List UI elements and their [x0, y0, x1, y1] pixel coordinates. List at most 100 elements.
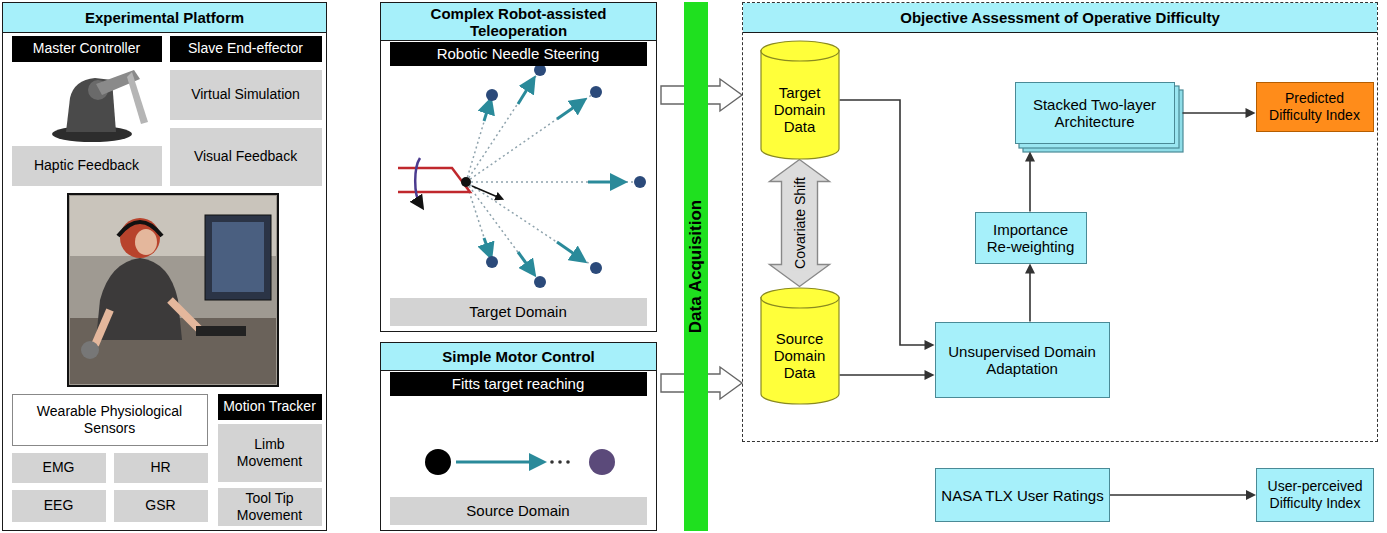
needle-steering-figure-part: [472, 186, 500, 198]
needle-steering-figure-part-part: [466, 182, 596, 268]
node-text: Virtual Simulation: [191, 86, 300, 103]
node-text: EEG: [44, 497, 74, 514]
needle-steering-figure-part-part: [486, 256, 498, 268]
lab-photo-part: [118, 222, 162, 236]
fitts-figure-part: [425, 449, 451, 475]
node-text: Tool Tip Movement: [222, 490, 318, 524]
panel-header: Complex Robot-assisted Teleoperation: [381, 3, 656, 41]
node-text: Stacked Two-layer Architecture: [1020, 96, 1170, 130]
connector: [840, 100, 935, 350]
connector-line: [1183, 112, 1247, 114]
node-text: Robotic Needle Steering: [437, 45, 600, 62]
needle-steering-figure-part-part: [518, 83, 531, 104]
label-box: GSR: [114, 490, 208, 522]
needle-steering-figure-part-part: [590, 86, 602, 98]
needle-steering-figure-part-part: [484, 238, 489, 252]
label-box: EEG: [12, 490, 106, 522]
block-arrow: [770, 160, 830, 287]
node-text: NASA TLX User Ratings: [941, 487, 1103, 504]
cylinder-body: [761, 297, 839, 404]
connector: [1025, 152, 1035, 212]
title-band: Robotic Needle Steering: [390, 42, 647, 66]
needle-steering-figure-part-part: [486, 89, 498, 101]
needle-steering-figure-part-part: [590, 262, 602, 274]
lab-photo-part: [96, 258, 182, 340]
node-text: EMG: [43, 459, 75, 476]
node-text: Target Domain Data: [764, 84, 836, 135]
node-text: Unsupervised Domain Adaptation: [940, 343, 1105, 377]
label-box: HR: [114, 453, 208, 483]
group-box: Wearable Physiological Sensors: [12, 394, 208, 446]
node-text: Complex Robot-assisted Teleoperation: [387, 5, 650, 39]
process-box: Importance Re-weighting: [975, 212, 1087, 264]
lab-photo-part: [135, 229, 157, 255]
node-text: GSR: [145, 497, 175, 514]
needle-steering-figure-part-part: [466, 95, 492, 182]
fitts-figure-part: [456, 461, 538, 464]
fitts-figure-part: [558, 460, 562, 464]
node-text: Haptic Feedback: [34, 157, 139, 174]
connector-line: [840, 100, 926, 345]
cylinder-top: [761, 41, 839, 61]
database-cylinder: Target Domain Data: [760, 40, 840, 160]
fitts-figure-part: [589, 449, 615, 475]
connector: [840, 370, 935, 380]
title-band: Fitts target reaching: [390, 372, 647, 396]
arrow-head: [925, 340, 935, 350]
cylinder-top: [761, 288, 839, 308]
connector-line: [1029, 273, 1031, 322]
panel: Complex Robot-assisted TeleoperationRobo…: [380, 2, 657, 332]
lab-photo: [68, 194, 278, 386]
node-text: Importance Re-weighting: [980, 221, 1082, 255]
process-box: User-perceived Difficulty Index: [1256, 468, 1374, 522]
connector-line: [1110, 494, 1247, 496]
node-text: Simple Motor Control: [442, 348, 595, 365]
needle-steering-figure-part-part: [534, 64, 546, 76]
needle-steering-figure-part-part: [466, 182, 540, 282]
connector-line: [1029, 161, 1031, 212]
arrow-head: [1246, 108, 1256, 118]
node-text: Experimental Platform: [85, 9, 244, 26]
node-text: Fitts target reaching: [452, 375, 585, 392]
node-text: Target Domain: [469, 303, 567, 320]
label-box: Visual Feedback: [170, 128, 322, 186]
label-box: Limb Movement: [218, 424, 322, 482]
database-cylinder: Source Domain Data: [760, 287, 840, 405]
node-text: Wearable Physiological Sensors: [17, 403, 203, 437]
label-box: Target Domain: [390, 298, 647, 326]
node-text: Slave End-effector: [188, 40, 303, 57]
lab-photo-part: [81, 341, 99, 359]
data-bar: Data Acquisition: [684, 2, 708, 531]
label-box: Virtual Simulation: [170, 70, 322, 120]
arrow-head: [1246, 490, 1256, 500]
needle-steering-figure-part: [461, 177, 471, 187]
title-band: Master Controller: [12, 36, 162, 62]
lab-photo-part: [170, 300, 200, 330]
panel: Simple Motor ControlFitts target reachin…: [380, 342, 657, 531]
needle-steering-figure-part-part: [534, 276, 546, 288]
panel-header: Simple Motor Control: [381, 343, 656, 371]
node-text: Data Acquisition: [688, 200, 705, 334]
arrow-head: [1025, 264, 1035, 274]
node-text: Source Domain: [466, 502, 569, 519]
panel: Experimental PlatformMaster Controller Sl…: [2, 2, 327, 531]
connector: [1183, 108, 1256, 118]
node-text: Limb Movement: [222, 436, 318, 470]
output-box: Predicted Difficulty Index: [1256, 82, 1374, 132]
needle-steering-figure-part-part: [557, 103, 580, 119]
lab-photo-part: [68, 194, 278, 386]
haptic-device: [52, 70, 148, 142]
needle-steering-figure-part-part: [557, 242, 580, 258]
lab-photo-part: [212, 222, 264, 292]
process-box: NASA TLX User Ratings: [935, 468, 1110, 522]
arrow-head: [1025, 152, 1035, 162]
fitts-figure-part: [550, 460, 554, 464]
connector-line: [840, 374, 926, 376]
title-band: Slave End-effector: [170, 36, 322, 62]
needle-steering-figure-part: [484, 83, 619, 270]
needle-steering-figure-part: [398, 168, 470, 192]
needle-steering-figure-part: [415, 158, 420, 204]
connector: [1025, 264, 1035, 322]
connector: [770, 160, 830, 287]
